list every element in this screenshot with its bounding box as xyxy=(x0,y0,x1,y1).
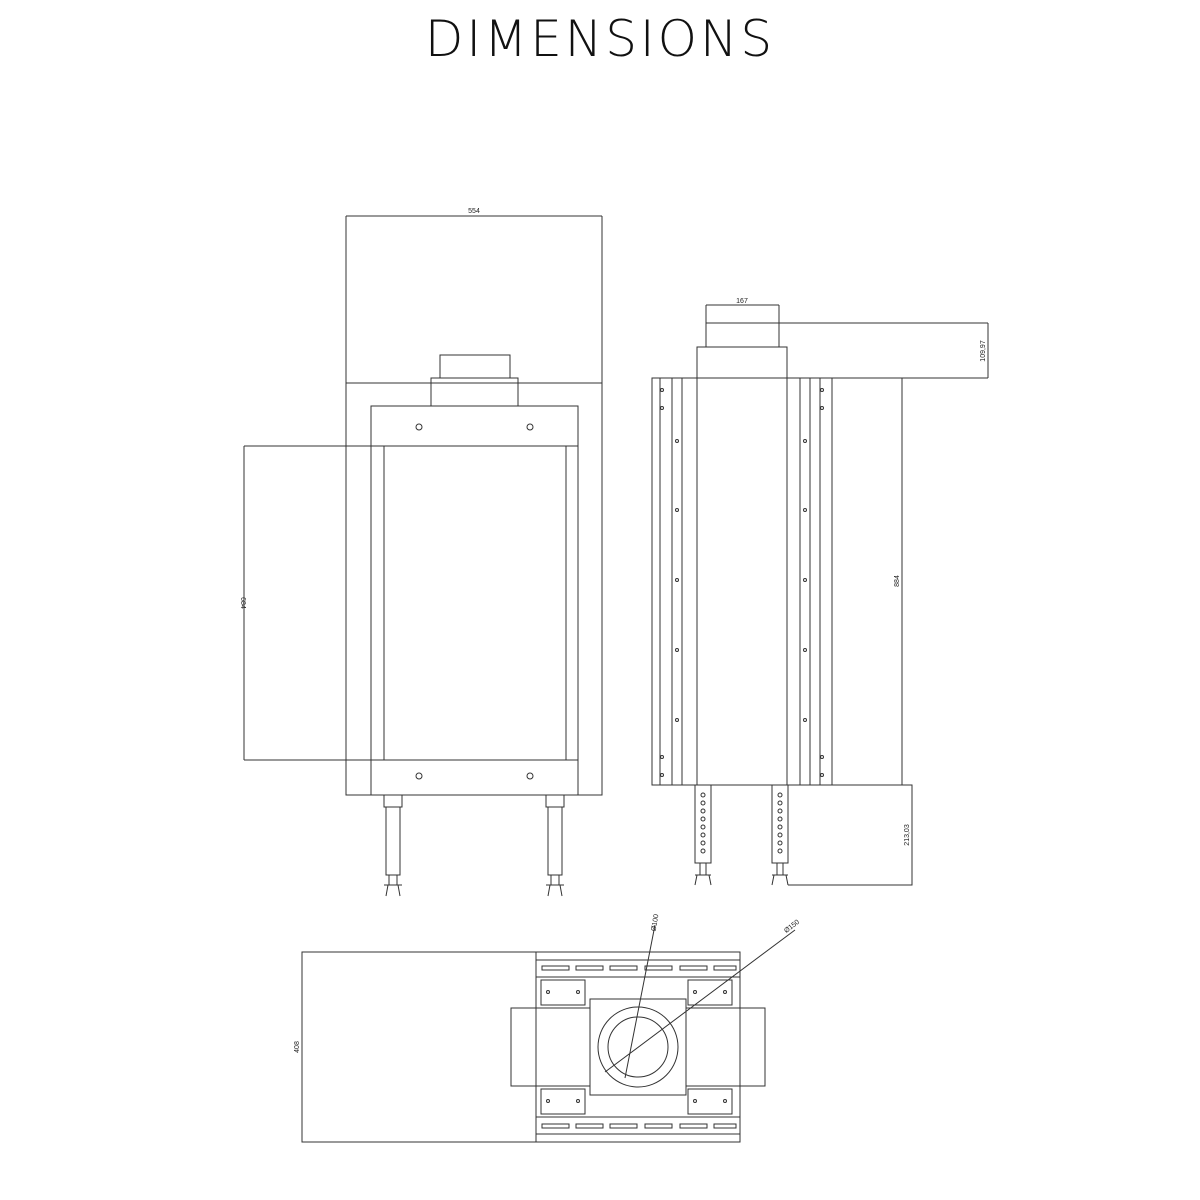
top-view: 408 Ø100 Ø150 xyxy=(294,914,801,1143)
flue-collar xyxy=(430,377,519,407)
height-dimension-line xyxy=(243,445,384,761)
flue-width-label: 167 xyxy=(736,298,748,305)
leg-height-dimension xyxy=(788,784,913,886)
front-view: 554 684 xyxy=(239,208,603,897)
side-legs xyxy=(694,784,789,886)
flue-pipe xyxy=(439,354,511,379)
side-panel-lines xyxy=(659,378,833,785)
flue-inner-circle xyxy=(607,1016,669,1078)
mount-brackets xyxy=(540,979,733,1115)
diameter-leaders xyxy=(604,924,796,1079)
flue-height-label: 109,97 xyxy=(980,340,987,362)
depth-dimension xyxy=(301,951,536,1143)
page-title: DIMENSIONS xyxy=(424,10,776,68)
flue-outer-circle xyxy=(597,1006,679,1088)
side-flue-pipe xyxy=(705,322,780,348)
glass-outline xyxy=(371,445,578,761)
flue-height-dimension xyxy=(779,322,989,379)
vent-slots xyxy=(541,965,737,1129)
side-body xyxy=(651,377,903,786)
inner-diameter-label: Ø100 xyxy=(651,914,661,932)
side-flue-collar xyxy=(696,346,788,379)
side-height-label: 884 xyxy=(894,575,901,587)
front-frame xyxy=(370,405,579,796)
top-plate xyxy=(535,951,741,1143)
front-width-label: 554 xyxy=(468,208,480,215)
leg-height-label: 213,03 xyxy=(904,824,911,846)
top-rails xyxy=(536,959,740,1135)
side-bolts xyxy=(660,388,824,777)
top-depth-label: 408 xyxy=(294,1041,301,1053)
frame-holes xyxy=(415,423,534,780)
front-legs xyxy=(383,794,565,897)
side-view: 167 109,97 884 213,03 xyxy=(651,298,989,886)
flue-width-dimension xyxy=(705,304,780,347)
front-height-label: 684 xyxy=(239,597,246,609)
